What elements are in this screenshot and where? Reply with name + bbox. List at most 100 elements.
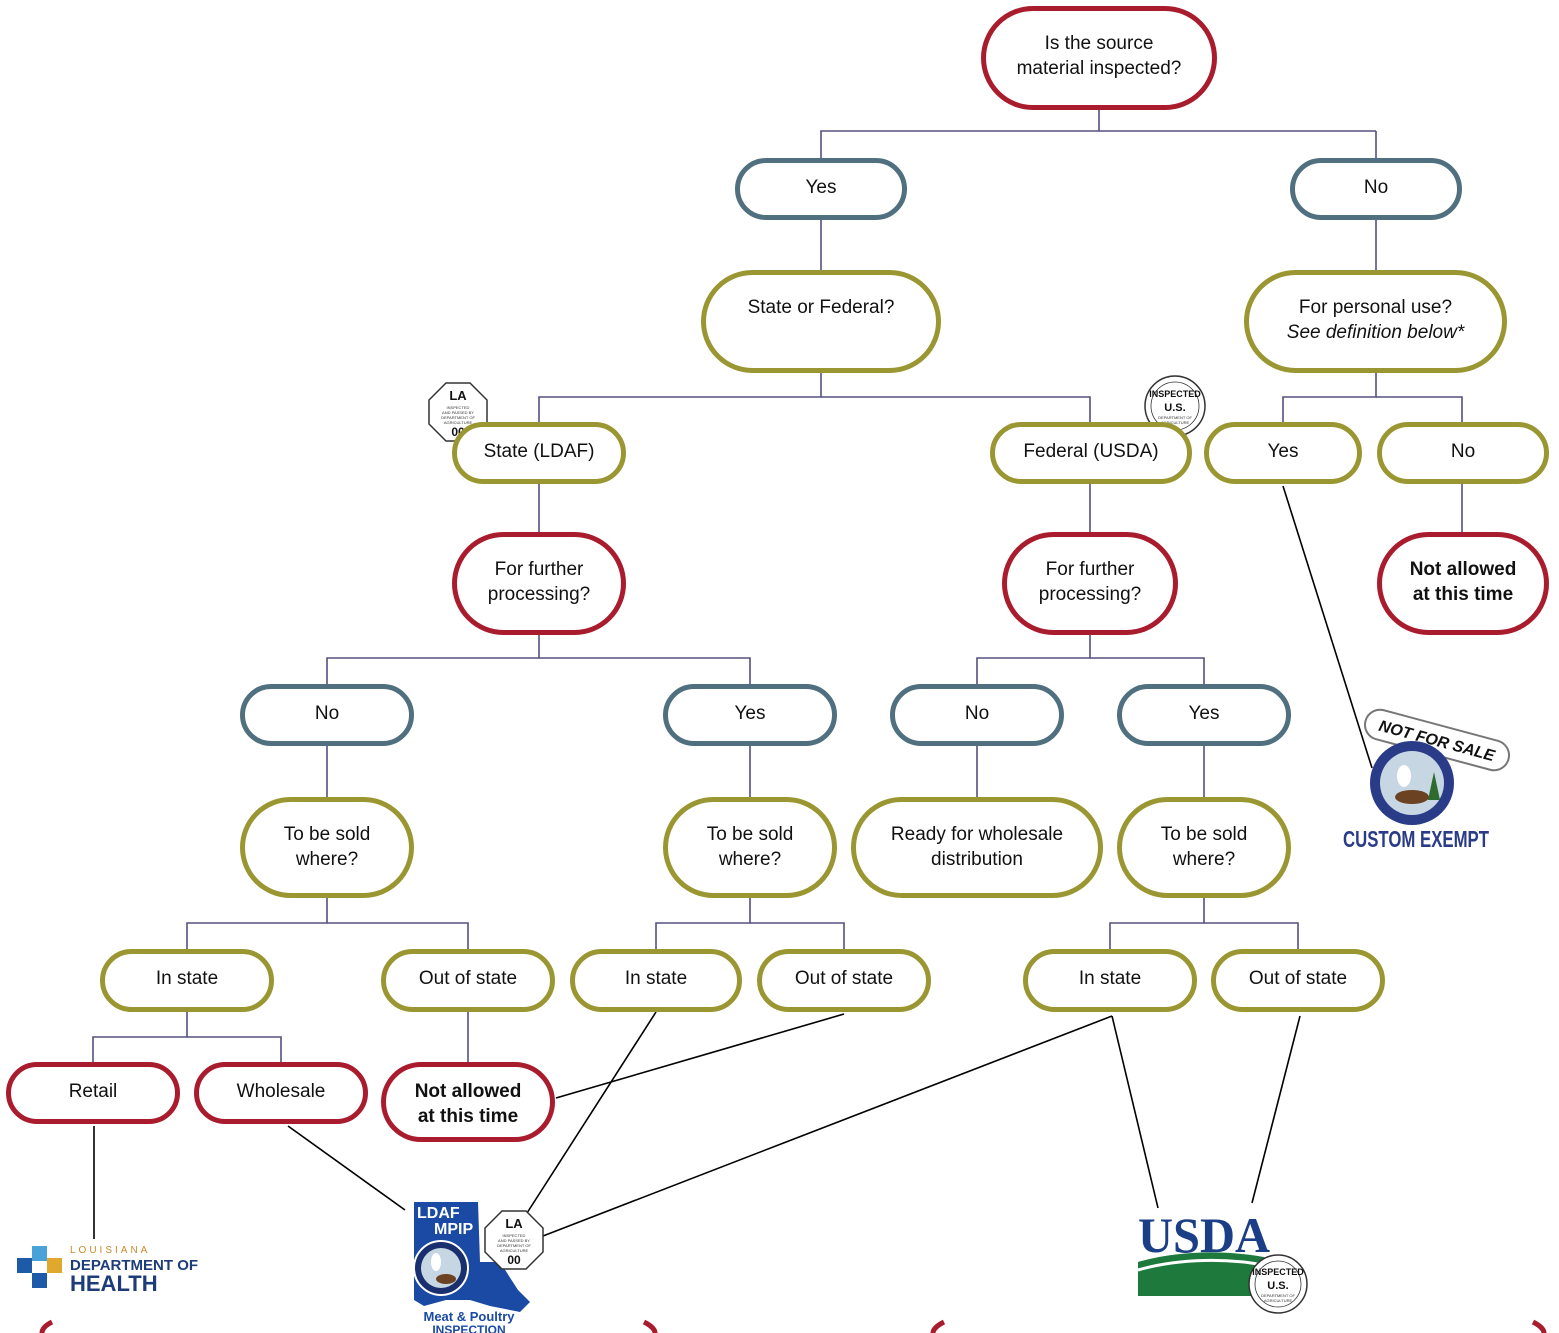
connector-federal-further-split <box>976 635 1091 684</box>
usda-stamp-mid: U.S. <box>1164 402 1185 414</box>
ldh-line1: DEPARTMENT OF <box>70 1257 198 1274</box>
la-stamp-small-2: AND PASSED BY <box>442 410 474 415</box>
connector-sold2-out <box>750 922 845 949</box>
node-federal-yes: Yes <box>1117 684 1291 746</box>
yes-inspected-label: Yes <box>805 177 837 198</box>
personal-use-label: For personal use? <box>1298 297 1453 318</box>
node-out-state-2: Out of state <box>757 949 931 1012</box>
la-stamp-small-3: DEPARTMENT OF <box>441 415 475 420</box>
pointer-instate3-ldaf <box>542 1015 1113 1237</box>
state-yes-sold-line2: where? <box>718 849 782 870</box>
node-federal-usda: Federal (USDA) <box>990 422 1192 484</box>
ready-wholesale-line1: Ready for wholesale <box>890 824 1064 845</box>
federal-no-label: No <box>964 703 990 724</box>
connector-sold3-out <box>1204 922 1299 949</box>
node-not-allowed-state: Not allowed at this time <box>381 1062 555 1142</box>
usda-stamp-top: INSPECTED <box>1149 389 1201 399</box>
pointer-instate3-usda <box>1111 1015 1159 1209</box>
ldaf-line4: INSPECTION <box>432 1323 505 1333</box>
node-ready-wholesale: Ready for wholesale distribution <box>851 797 1103 898</box>
personal-no-label: No <box>1450 441 1476 462</box>
state-ldaf-label: State (LDAF) <box>483 441 595 462</box>
out-state-3-label: Out of state <box>1248 968 1348 989</box>
ldh-small: LOUISIANA <box>70 1245 150 1256</box>
state-or-federal-label: State or Federal? <box>747 297 895 318</box>
node-state-no: No <box>240 684 414 746</box>
connector-sold1-split <box>186 898 328 949</box>
root-line2: material inspected? <box>1016 58 1182 79</box>
retail-label: Retail <box>68 1081 118 1102</box>
personal-use-note: See definition below* <box>1286 322 1465 343</box>
node-state-ldaf: State (LDAF) <box>452 422 626 484</box>
node-wholesale: Wholesale <box>194 1062 368 1124</box>
la-stamp2-small-4: AGRICULTURE <box>500 1248 529 1253</box>
wholesale-label: Wholesale <box>236 1081 326 1102</box>
root-line1: Is the source <box>1044 33 1154 54</box>
pointer-lines <box>93 485 1373 1239</box>
node-state-further-processing: For further processing? <box>452 532 626 635</box>
out-state-1-label: Out of state <box>418 968 518 989</box>
usda-stamp-small-2: AGRICULTURE <box>1161 420 1190 425</box>
ldh-logo: LOUISIANA DEPARTMENT OF HEALTH <box>17 1245 198 1296</box>
node-federal-no: No <box>890 684 1064 746</box>
usda-stamp2-top: INSPECTED <box>1252 1267 1304 1277</box>
la-stamp2-small-3: DEPARTMENT OF <box>497 1243 531 1248</box>
connector-sold2-split <box>655 898 751 949</box>
federal-yes-label: Yes <box>1188 703 1220 724</box>
state-further-line1: For further <box>494 559 584 580</box>
pointer-outstate3-usda <box>1251 1015 1301 1204</box>
node-federal-further-processing: For further processing? <box>1002 532 1178 635</box>
la-stamp2-small-2: AND PASSED BY <box>498 1238 530 1243</box>
usda-stamp2-small-1: DEPARTMENT OF <box>1261 1293 1295 1298</box>
la-inspection-stamp-bottom: LA INSPECTED AND PASSED BY DEPARTMENT OF… <box>484 1210 544 1270</box>
node-out-state-1: Out of state <box>381 949 555 1012</box>
node-in-state-1: In state <box>100 949 274 1012</box>
la-stamp-small-1: INSPECTED <box>447 405 470 410</box>
ldh-line2: HEALTH <box>70 1271 158 1296</box>
out-state-2-label: Out of state <box>794 968 894 989</box>
personal-yes-label: Yes <box>1267 441 1299 462</box>
node-yes-inspected: Yes <box>735 158 907 220</box>
usda-inspection-stamp-bottom: INSPECTED U.S. DEPARTMENT OF AGRICULTURE <box>1248 1254 1308 1314</box>
in-state-3-label: In state <box>1078 968 1142 989</box>
connector-sf-split <box>538 373 822 422</box>
node-not-allowed-personal: Not allowed at this time <box>1377 532 1549 635</box>
connector-state-further-split <box>326 635 540 684</box>
no-inspected-label: No <box>1363 177 1389 198</box>
in-state-2-label: In state <box>624 968 688 989</box>
node-retail: Retail <box>6 1062 180 1124</box>
node-federal-yes-sold-where: To be sold where? <box>1117 797 1291 898</box>
in-state-1-label: In state <box>155 968 219 989</box>
federal-further-line1: For further <box>1045 559 1135 580</box>
state-yes-sold-line1: To be sold <box>706 824 794 845</box>
node-state-no-sold-where: To be sold where? <box>240 797 414 898</box>
not-allowed-state-line2: at this time <box>417 1106 519 1127</box>
ldaf-mpip-logo: LDAF MPIP Meat & Poultry INSPECTION <box>413 1202 530 1333</box>
bottom-edge-shapes <box>39 1319 1547 1333</box>
node-out-state-3: Out of state <box>1211 949 1385 1012</box>
federal-yes-sold-line1: To be sold <box>1160 824 1248 845</box>
node-personal-no: No <box>1377 422 1549 484</box>
connector-instate-split <box>92 1012 188 1062</box>
connector-sold3-split <box>1109 898 1205 949</box>
federal-further-line2: processing? <box>1038 584 1142 605</box>
la-stamp-top: LA <box>449 388 467 403</box>
pointer-outstate2-na <box>555 1013 845 1099</box>
node-personal-yes: Yes <box>1204 422 1362 484</box>
ldaf-line2: MPIP <box>434 1221 473 1238</box>
connector-federal-further-yes <box>1090 657 1205 684</box>
custom-exempt-logo: NOT FOR SALE CUSTOM EXEMPT <box>1343 708 1510 852</box>
state-further-line2: processing? <box>487 584 591 605</box>
node-root-question: Is the source material inspected? <box>981 6 1217 110</box>
node-personal-use: For personal use? See definition below* <box>1244 270 1507 373</box>
connector-instate-wholesale <box>187 1036 282 1062</box>
node-in-state-2: In state <box>570 949 742 1012</box>
la-stamp2-number: 00 <box>507 1253 521 1267</box>
state-no-label: No <box>314 703 340 724</box>
state-no-sold-line1: To be sold <box>283 824 371 845</box>
not-allowed-personal-line1: Not allowed <box>1409 559 1517 580</box>
state-no-sold-line2: where? <box>295 849 359 870</box>
connector-state-further-yes <box>539 657 751 684</box>
custom-exempt-text: CUSTOM EXEMPT <box>1343 826 1489 852</box>
